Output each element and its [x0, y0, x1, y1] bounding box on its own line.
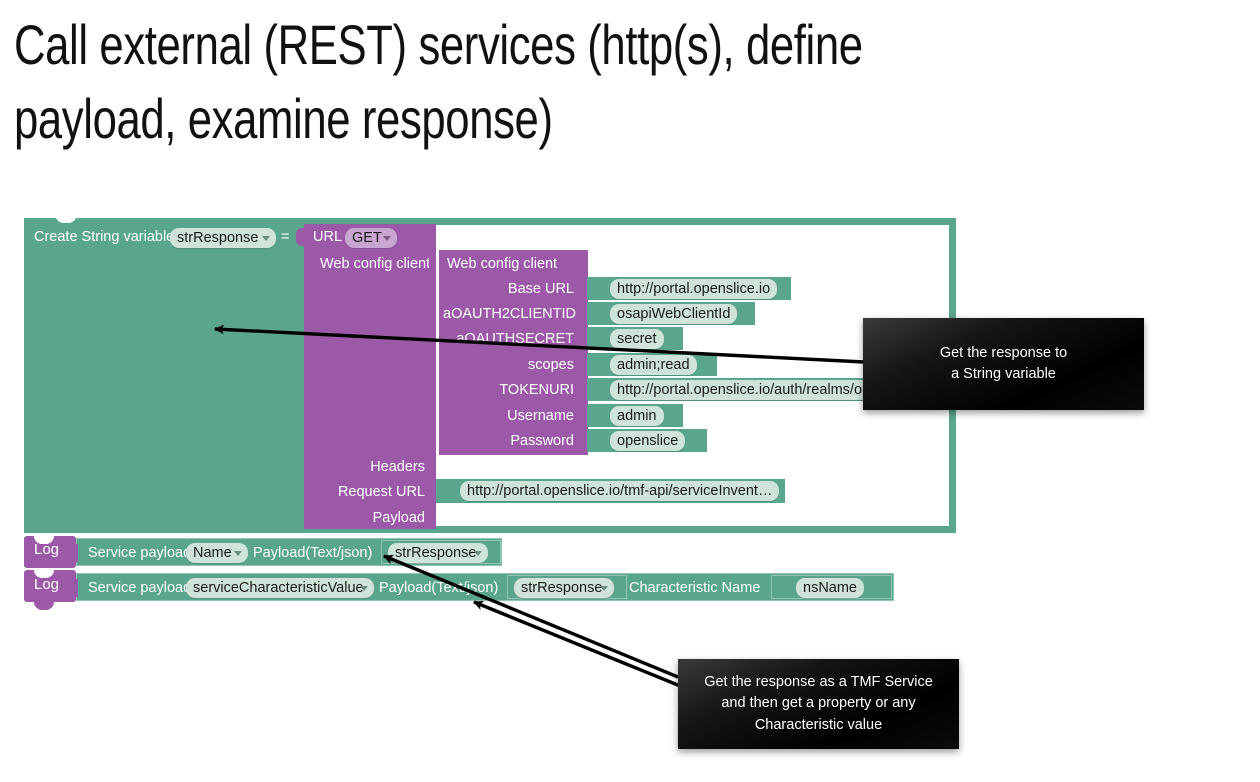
- headers-socket[interactable]: [429, 457, 436, 475]
- password-value[interactable]: openslice: [610, 431, 686, 451]
- log-1-service-payload-value: Name: [193, 545, 232, 561]
- request-url-label: Request URL: [337, 484, 425, 500]
- base-url-socket[interactable]: [580, 279, 587, 297]
- http-method-dropdown[interactable]: GET: [345, 228, 397, 248]
- oauth2-clientid-socket[interactable]: [580, 304, 587, 322]
- request-url-socket[interactable]: [429, 482, 436, 500]
- tokenuri-label: TOKENURI: [499, 382, 574, 398]
- tokenuri-socket[interactable]: [580, 380, 587, 398]
- password-socket[interactable]: [580, 431, 587, 449]
- chevron-down-icon: [474, 551, 482, 556]
- scopes-value[interactable]: admin;read: [610, 355, 697, 375]
- page-title: Call external (REST) services (http(s), …: [14, 13, 863, 151]
- create-variable-label: Create String variable: [34, 229, 175, 245]
- chevron-down-icon: [360, 586, 368, 591]
- request-url-value[interactable]: http://portal.openslice.io/tmf-api/servi…: [460, 481, 780, 501]
- web-config-client-title: Web config client: [447, 256, 558, 272]
- create-variable-block-body[interactable]: [24, 218, 306, 533]
- url-web-config-client-label: Web config client: [320, 256, 431, 272]
- log-1-payload-variable-value: strResponse: [395, 545, 477, 561]
- username-socket[interactable]: [580, 406, 587, 424]
- scopes-label: scopes: [528, 357, 574, 373]
- log-2-characteristic-socket[interactable]: [764, 578, 771, 596]
- callout-response-as-tmf-service: Get the response as a TMF Service and th…: [678, 659, 959, 749]
- log-2-service-payload-dropdown[interactable]: serviceCharacteristicValue: [186, 578, 374, 598]
- log-1-payload-socket[interactable]: [374, 543, 381, 561]
- log-block-1-plug: [70, 544, 78, 562]
- log-block-1-label: Log: [34, 541, 60, 558]
- url-block[interactable]: [304, 224, 436, 529]
- log-2-service-payload-label: Service payload: [88, 580, 192, 596]
- oauth-secret-value[interactable]: secret: [610, 329, 664, 349]
- headers-label: Headers: [370, 459, 425, 475]
- base-url-value[interactable]: http://portal.openslice.io: [610, 279, 778, 299]
- log-1-service-payload-label: Service payload: [88, 545, 192, 561]
- password-label: Password: [510, 433, 574, 449]
- chevron-down-icon: [234, 551, 242, 556]
- chevron-down-icon: [262, 236, 270, 241]
- log-1-payload-variable-dropdown[interactable]: strResponse: [388, 543, 488, 563]
- value-plug: [296, 228, 304, 246]
- payload-label: Payload: [372, 510, 425, 526]
- tokenuri-value[interactable]: http://portal.openslice.io/auth/realms/o…: [610, 380, 900, 400]
- log-block-1-nub[interactable]: [24, 536, 76, 568]
- oauth2-clientid-value[interactable]: osapiWebClientId: [610, 304, 738, 324]
- log-1-payload-label: Payload(Text/json): [253, 545, 373, 561]
- base-url-label: Base URL: [507, 281, 574, 297]
- payload-socket[interactable]: [429, 508, 436, 526]
- log-2-payload-variable-dropdown[interactable]: strResponse: [514, 578, 614, 598]
- log-block-2-label: Log: [34, 576, 60, 593]
- block-bottom-notch: [34, 602, 54, 610]
- variable-name-value: strResponse: [177, 230, 259, 246]
- log-block-2-plug: [70, 579, 78, 597]
- block-top-notch: [55, 214, 77, 223]
- arrow-to-log-block-2: [473, 600, 691, 692]
- block-top-notch: [34, 536, 54, 544]
- username-label: Username: [507, 408, 574, 424]
- username-value[interactable]: admin: [610, 406, 664, 426]
- chevron-down-icon: [600, 586, 608, 591]
- url-label: URL: [313, 229, 343, 245]
- chevron-down-icon: [383, 236, 391, 241]
- log-2-payload-socket[interactable]: [500, 578, 507, 596]
- log-block-2-nub[interactable]: [24, 570, 76, 610]
- log-1-service-payload-dropdown[interactable]: Name: [186, 543, 248, 563]
- variable-name-dropdown[interactable]: strResponse: [170, 228, 276, 248]
- log-2-payload-variable-value: strResponse: [521, 580, 603, 596]
- log-2-characteristic-name-label: Characteristic Name: [629, 580, 761, 596]
- web-config-client-socket[interactable]: [429, 255, 436, 273]
- equals-label: =: [281, 229, 290, 245]
- scopes-socket[interactable]: [580, 355, 587, 373]
- web-config-client-block[interactable]: [439, 250, 588, 455]
- arrow-to-variable-block: [214, 324, 865, 364]
- log-2-characteristic-name-value[interactable]: nsName: [796, 578, 864, 598]
- http-method-value: GET: [352, 230, 382, 246]
- arrow-to-log-block-1: [383, 554, 679, 679]
- callout-response-to-string-variable: Get the response to a String variable: [863, 318, 1144, 410]
- block-top-notch: [34, 570, 54, 578]
- oauth-secret-socket[interactable]: [580, 329, 587, 347]
- log-2-service-payload-value: serviceCharacteristicValue: [193, 580, 364, 596]
- oauth2-clientid-label: aOAUTH2CLIENTID: [443, 306, 576, 322]
